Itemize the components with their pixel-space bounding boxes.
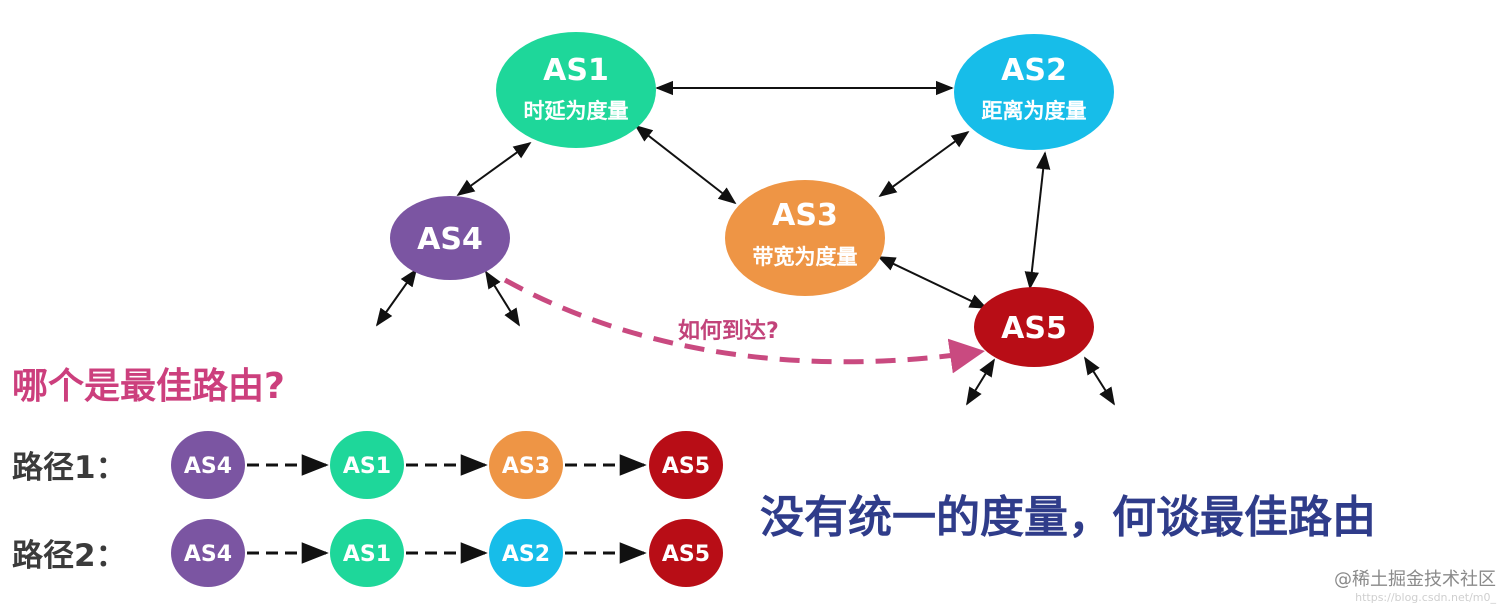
route-2-hop-3 <box>489 519 563 587</box>
route-1-hop-1 <box>171 431 245 499</box>
as5-title: AS5 <box>1001 311 1067 346</box>
edge-as2-as5 <box>1024 151 1051 290</box>
as3-ellipse <box>725 180 885 296</box>
as1-ellipse <box>496 32 656 148</box>
edge-as4-out-right <box>485 270 520 327</box>
route-1-hop-2-label: AS1 <box>343 454 391 479</box>
as2-ellipse <box>954 34 1114 150</box>
as4-ellipse <box>390 196 510 280</box>
edge-as1-as3 <box>634 124 737 205</box>
route-2-hop-3-label: AS2 <box>502 542 550 567</box>
dashed-path-as4-to-as5 <box>503 277 985 374</box>
route-2-hop-1-label: AS4 <box>184 542 232 567</box>
as5-node: AS5 <box>974 287 1094 367</box>
route-1: 路径1： AS4 AS1 AS3 AS5 <box>12 431 723 499</box>
watermark-url: https://blog.csdn.net/m0_ <box>1355 591 1496 604</box>
route-1-hop-4 <box>649 431 723 499</box>
edge-as3-as5 <box>877 256 988 309</box>
route-2-hop-2-label: AS1 <box>343 542 391 567</box>
as2-title: AS2 <box>1001 53 1067 88</box>
route-2: 路径2： AS4 AS1 AS2 AS5 <box>12 519 723 587</box>
edge-as4-out-left <box>375 268 418 327</box>
as1-node: AS1 时延为度量 <box>496 32 656 148</box>
route-2-hop-4-label: AS5 <box>662 542 710 567</box>
as2-metric: 距离为度量 <box>982 99 1087 123</box>
as1-metric: 时延为度量 <box>524 99 629 123</box>
as4-title: AS4 <box>417 222 483 257</box>
route-1-hop-2 <box>330 431 404 499</box>
route-1-label: 路径1： <box>12 450 127 486</box>
route-2-hop-2 <box>330 519 404 587</box>
edge-as5-out-right <box>1084 356 1115 406</box>
as5-ellipse <box>974 287 1094 367</box>
edge-as1-as4 <box>456 141 532 197</box>
route-2-hop-1 <box>171 519 245 587</box>
conclusion-text: 没有统一的度量，何谈最佳路由 <box>760 492 1376 543</box>
as4-node: AS4 <box>390 196 510 280</box>
as3-node: AS3 带宽为度量 <box>725 180 885 296</box>
watermark-text: @稀土掘金技术社区 <box>1334 569 1496 590</box>
route-1-hop-3-label: AS3 <box>502 454 550 479</box>
route-1-hop-1-label: AS4 <box>184 454 232 479</box>
as3-metric: 带宽为度量 <box>753 245 858 269</box>
edge-as5-out-left <box>966 358 995 406</box>
route-1-hop-4-label: AS5 <box>662 454 710 479</box>
edge-as2-as3 <box>878 130 970 198</box>
path-question-label: 如何到达? <box>678 318 779 344</box>
main-question: 哪个是最佳路由? <box>12 366 285 407</box>
route-2-label: 路径2： <box>12 538 127 574</box>
as3-title: AS3 <box>772 198 838 233</box>
as2-node: AS2 距离为度量 <box>954 34 1114 150</box>
route-2-hop-4 <box>649 519 723 587</box>
as1-title: AS1 <box>543 53 609 88</box>
route-1-hop-3 <box>489 431 563 499</box>
